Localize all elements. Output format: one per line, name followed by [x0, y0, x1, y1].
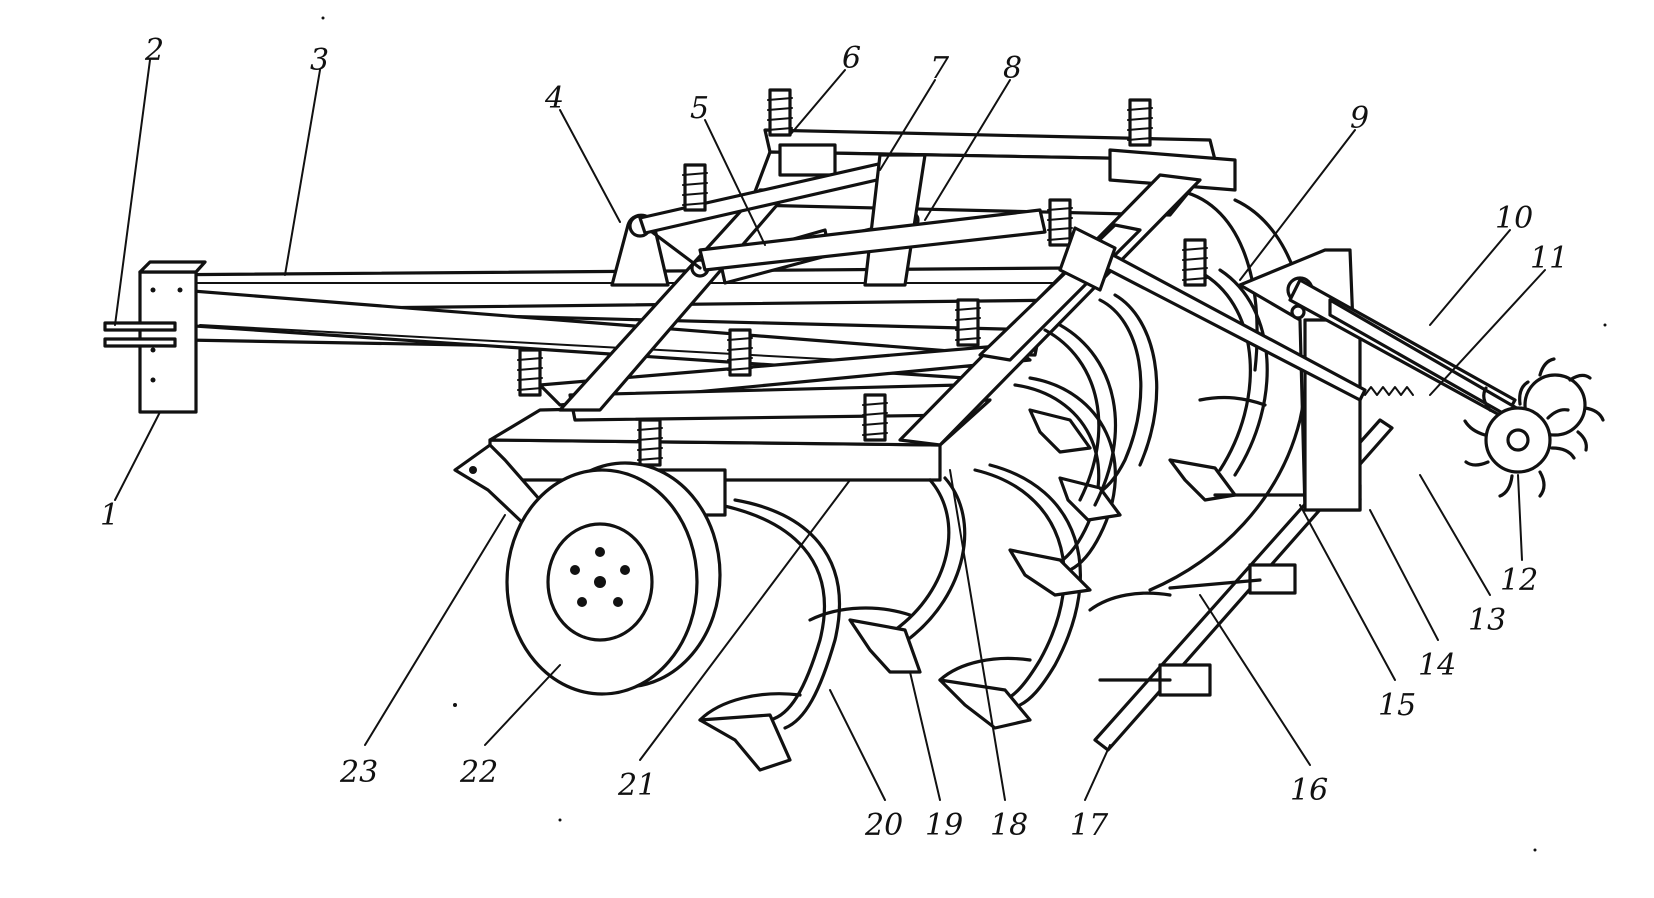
cutting-discs	[698, 395, 1267, 722]
tine	[848, 476, 967, 674]
spring-tines	[698, 268, 1269, 772]
leader-19	[909, 671, 941, 801]
callout-10: 10	[1495, 201, 1533, 236]
callout-labels: 1 2 3 4 5 6 7 8 9 10 11 12 13 14 15 16 1…	[100, 33, 1568, 843]
leader-17	[1084, 744, 1111, 801]
hitch-drawbar	[140, 266, 1072, 382]
callout-17: 17	[1070, 808, 1109, 843]
callout-1: 1	[100, 498, 119, 533]
leader-12	[1517, 474, 1523, 561]
tine	[1028, 323, 1117, 507]
spring	[955, 298, 981, 347]
callout-9: 9	[1350, 101, 1369, 136]
callout-7: 7	[930, 51, 950, 86]
tine	[938, 463, 1082, 730]
callout-20: 20	[864, 808, 903, 843]
hitch-plates	[103, 321, 177, 348]
leader-8	[924, 79, 1011, 221]
callout-16: 16	[1290, 773, 1328, 808]
spring	[682, 163, 708, 212]
callout-14: 14	[1418, 648, 1456, 683]
leader-3	[284, 69, 321, 276]
leader-21	[639, 479, 851, 761]
harrow-teeth	[1463, 357, 1605, 498]
callout-19: 19	[925, 808, 963, 843]
callout-12: 12	[1500, 563, 1538, 598]
callout-6: 6	[842, 41, 861, 76]
spring	[637, 418, 663, 467]
leader-4	[559, 109, 621, 223]
rotary-harrow	[1463, 357, 1605, 498]
callout-3: 3	[310, 43, 329, 78]
leader-15	[1299, 504, 1396, 681]
tine	[1168, 268, 1269, 502]
rear-frame-beam	[748, 128, 1237, 217]
callout-2: 2	[144, 33, 164, 68]
leader-20	[829, 689, 886, 801]
callout-18: 18	[990, 808, 1028, 843]
callout-13: 13	[1468, 603, 1506, 638]
hitch-block	[138, 260, 207, 414]
callout-22: 22	[459, 755, 498, 790]
leader-lines	[114, 59, 1546, 801]
scan-specks	[321, 16, 1607, 852]
leader-22	[484, 664, 561, 746]
callout-23: 23	[339, 755, 378, 790]
leader-18	[949, 469, 1006, 801]
lever-arm	[698, 153, 1047, 287]
leader-10	[1429, 229, 1511, 326]
spring	[517, 348, 543, 397]
springs	[517, 88, 1208, 467]
arm-spring	[1364, 386, 1414, 396]
spring	[1047, 198, 1073, 247]
spring	[1182, 238, 1208, 287]
leader-16	[1199, 594, 1311, 766]
leader-14	[1369, 509, 1439, 641]
transport-wheel	[505, 461, 722, 696]
callout-5: 5	[690, 91, 709, 126]
leader-13	[1419, 474, 1491, 596]
callout-4: 4	[544, 81, 564, 116]
leader-2	[114, 59, 151, 326]
leader-11	[1429, 269, 1546, 396]
leader-7	[879, 79, 936, 171]
tine	[698, 498, 841, 772]
tine	[1058, 293, 1159, 522]
leader-6	[789, 69, 846, 136]
callout-21: 21	[617, 768, 656, 803]
leader-5	[704, 119, 766, 246]
callout-11: 11	[1530, 241, 1568, 276]
leader-1	[114, 411, 161, 501]
spring	[767, 88, 793, 137]
callout-15: 15	[1378, 688, 1416, 723]
diagonal-brace	[1058, 226, 1367, 402]
callout-8: 8	[1003, 51, 1022, 86]
leader-23	[364, 514, 506, 746]
spring	[727, 328, 753, 377]
spring	[862, 393, 888, 442]
leader-9	[1239, 129, 1356, 281]
spring	[1127, 98, 1153, 147]
